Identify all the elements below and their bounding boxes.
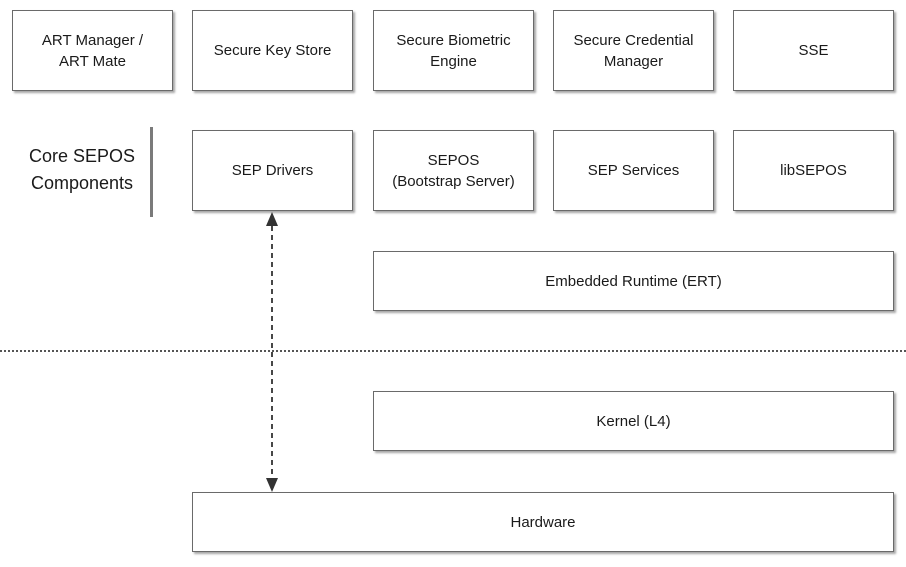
libsepos-box: libSEPOS (733, 130, 894, 211)
sep-drivers-box: SEP Drivers (192, 130, 353, 211)
arrow-head-down (266, 478, 278, 492)
secure-key-store-box: Secure Key Store (192, 10, 353, 91)
secure-credential-manager-box: Secure Credential Manager (553, 10, 714, 91)
secure-key-store-label: Secure Key Store (213, 42, 332, 59)
kernel-box: Kernel (L4) (373, 391, 894, 451)
sep-services-label: SEP Services (587, 162, 680, 179)
sep-services-box: SEP Services (553, 130, 714, 211)
sse-label: SSE (798, 42, 829, 59)
side-bracket-line (150, 127, 153, 217)
kernel-label: Kernel (L4) (596, 412, 671, 430)
embedded-runtime-box: Embedded Runtime (ERT) (373, 251, 894, 311)
libsepos-label: libSEPOS (780, 162, 847, 179)
hardware-label: Hardware (510, 513, 576, 531)
sse-box: SSE (733, 10, 894, 91)
art-manager-box: ART Manager / ART Mate (12, 10, 173, 91)
hardware-box: Hardware (192, 492, 894, 552)
secure-biometric-engine-label: Secure Biometric Engine (396, 31, 511, 70)
embedded-runtime-label: Embedded Runtime (ERT) (545, 272, 722, 290)
art-manager-label: ART Manager / ART Mate (41, 31, 144, 70)
sepos-bootstrap-server-box: SEPOS (Bootstrap Server) (373, 130, 534, 211)
core-sepos-components-label: Core SEPOS Components (28, 146, 136, 193)
secure-biometric-engine-box: Secure Biometric Engine (373, 10, 534, 91)
sep-drivers-label: SEP Drivers (231, 162, 314, 179)
dotted-divider (0, 350, 906, 352)
secure-credential-manager-label: Secure Credential Manager (573, 31, 694, 70)
arrow-head-up (266, 212, 278, 226)
sepos-bootstrap-server-label: SEPOS (Bootstrap Server) (392, 151, 515, 190)
